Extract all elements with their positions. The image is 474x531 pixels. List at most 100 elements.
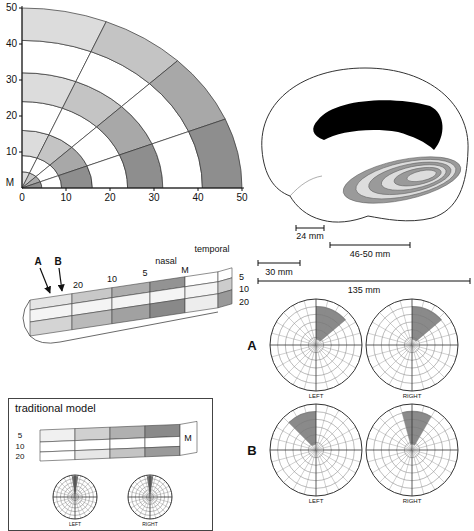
- field-spoke: [412, 450, 445, 483]
- field-spoke: [368, 438, 412, 450]
- field-spoke: [400, 406, 412, 450]
- field-spoke: [276, 322, 316, 345]
- figure-label: 10: [16, 443, 25, 451]
- figure-label: 20: [16, 453, 25, 461]
- field-spoke: [316, 450, 328, 494]
- field-spoke: [150, 497, 172, 498]
- field-chart: [53, 475, 97, 519]
- field-spoke: [389, 410, 412, 450]
- figure-label: 135 mm: [348, 286, 381, 295]
- field-spoke: [131, 497, 150, 508]
- cortex-fold: [23, 300, 218, 343]
- corpus-callosum: [313, 100, 442, 150]
- field-spoke: [316, 345, 339, 385]
- field-spoke: [270, 345, 316, 346]
- field-spoke: [316, 450, 360, 462]
- field-spoke: [54, 497, 75, 503]
- field-border: [270, 404, 362, 496]
- chart-cell: [150, 61, 226, 132]
- model-cell: [40, 441, 75, 452]
- field-spoke: [293, 345, 316, 385]
- model-cell: [145, 424, 180, 437]
- field-spoke: [150, 497, 151, 519]
- field-spoke: [412, 312, 445, 345]
- figure-label: LEFT: [309, 498, 324, 504]
- field-spoke: [283, 312, 316, 345]
- figure-label: temporal: [193, 245, 230, 254]
- field-spoke: [283, 345, 316, 378]
- field-spoke: [412, 345, 456, 357]
- figure-label: M: [184, 434, 192, 443]
- field-spoke: [372, 345, 412, 368]
- figure-label: 10: [238, 285, 250, 294]
- field-spoke: [150, 475, 151, 497]
- figure-label: 0: [19, 193, 25, 203]
- field-spoke: [372, 322, 412, 345]
- model-m-panel: [180, 421, 197, 455]
- chart-cell: [40, 176, 61, 188]
- field-spoke: [144, 497, 150, 518]
- chart-axes: [19, 6, 244, 191]
- field-spoke: [75, 486, 94, 497]
- field-border: [366, 404, 458, 496]
- field-spoke: [412, 450, 413, 496]
- model-cell: [75, 439, 110, 450]
- figure-label: 30 mm: [265, 268, 293, 277]
- figure-label: 5: [238, 273, 245, 282]
- field-spoke: [368, 333, 412, 345]
- field-spoke: [150, 497, 161, 516]
- field-spoke: [150, 486, 169, 497]
- field-spoke: [150, 476, 156, 497]
- field-spoke: [412, 345, 413, 391]
- field-spoke: [316, 345, 356, 368]
- figure-label: 10: [106, 275, 118, 284]
- traditional-sketch: [40, 421, 197, 461]
- field-spoke: [400, 301, 412, 345]
- field-spoke: [293, 305, 316, 345]
- figure-label: 20: [6, 111, 17, 121]
- field-spoke: [316, 305, 339, 345]
- field-spoke: [316, 406, 328, 450]
- cortex-band: [406, 168, 437, 184]
- dimension-lines: [258, 225, 470, 284]
- field-spoke: [270, 450, 316, 451]
- field-spoke: [412, 333, 456, 345]
- cortex-sketch: [23, 268, 232, 343]
- visual-field-charts: [53, 299, 458, 519]
- field-spoke: [304, 345, 316, 389]
- field-spoke: [75, 497, 96, 503]
- field-spoke: [129, 497, 150, 503]
- figure-label: A: [247, 339, 256, 352]
- cortex-band: [366, 156, 454, 201]
- field-spoke: [400, 450, 412, 494]
- field-spoke: [412, 450, 452, 473]
- field-spoke: [272, 333, 316, 345]
- field-spoke: [283, 417, 316, 450]
- model-cell: [145, 446, 180, 456]
- figure-label: A: [34, 257, 41, 267]
- field-spoke: [316, 345, 360, 357]
- figure-label: 40: [192, 193, 203, 203]
- model-cell: [75, 427, 110, 440]
- field-chart: [366, 404, 458, 496]
- chart-cell: [22, 182, 42, 188]
- field-spoke: [389, 305, 412, 345]
- field-spoke: [75, 491, 96, 497]
- field-spoke: [316, 410, 339, 450]
- field-border: [270, 299, 362, 391]
- field-spoke: [412, 301, 424, 345]
- figure-label: nasal: [154, 257, 178, 266]
- field-spoke: [272, 438, 316, 450]
- cortex-cell: [185, 294, 218, 313]
- field-spoke: [283, 450, 316, 483]
- field-spoke: [366, 450, 412, 451]
- chart-cell: [22, 8, 106, 52]
- field-spoke: [316, 450, 317, 496]
- figure-label: LEFT: [69, 522, 81, 527]
- figure-label: 10: [60, 193, 71, 203]
- field-spoke: [412, 404, 413, 450]
- field-spoke: [316, 450, 349, 483]
- field-spoke: [379, 450, 412, 483]
- field-spoke: [316, 404, 317, 450]
- field-spoke: [316, 345, 349, 378]
